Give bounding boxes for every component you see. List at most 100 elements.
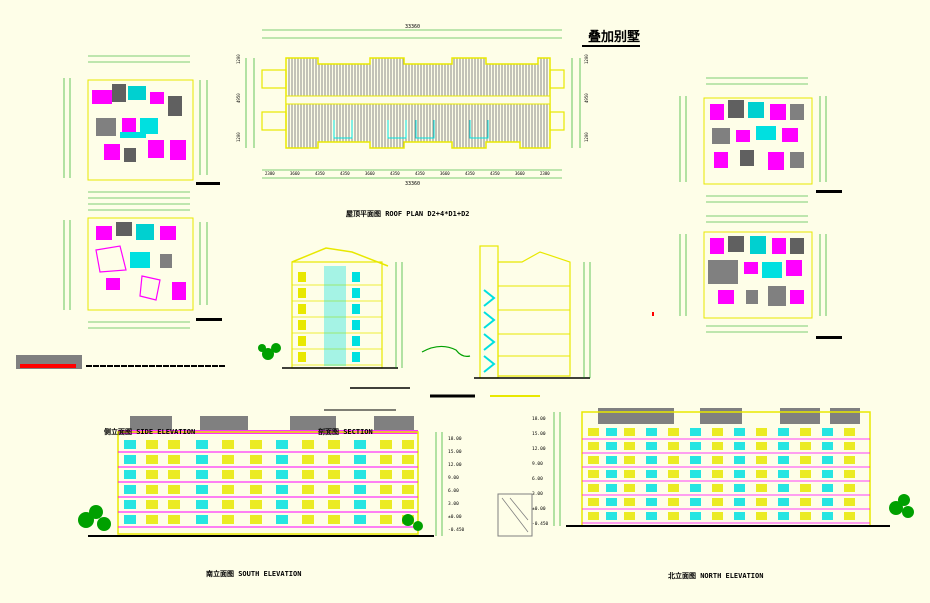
sheet-title: 叠加别墅 — [588, 30, 640, 45]
south-window — [328, 500, 340, 509]
north-window — [822, 470, 833, 478]
roof-dim-segment: 2380 — [540, 171, 550, 176]
south-window — [168, 515, 180, 524]
north-window — [778, 456, 789, 464]
rooftop-block — [130, 416, 172, 430]
rooftop-block — [780, 408, 820, 424]
north-window — [588, 484, 599, 492]
south-window — [146, 440, 158, 449]
north-window — [800, 498, 811, 506]
south-window — [196, 500, 208, 509]
south-window — [146, 470, 158, 479]
north-level-label: 3.00 — [532, 491, 543, 497]
north-level-label: 9.00 — [532, 461, 543, 467]
south-window — [146, 515, 158, 524]
roof-dim-segment: 4350 — [415, 171, 425, 176]
side-window — [352, 336, 360, 346]
north-window — [712, 428, 723, 436]
side-window — [352, 320, 360, 330]
south-window — [250, 470, 262, 479]
roof-dim-segment: 4350 — [465, 171, 475, 176]
south-window — [328, 485, 340, 494]
north-window — [734, 442, 745, 450]
detail-strip — [324, 387, 540, 411]
south-level-label: -0.450 — [448, 527, 465, 533]
north-window — [690, 484, 701, 492]
roof-dim-left: 1200 — [236, 54, 241, 64]
legend-strip — [16, 355, 226, 369]
north-window — [712, 470, 723, 478]
south-window — [354, 470, 366, 479]
south-window — [402, 500, 414, 509]
north-window — [734, 428, 745, 436]
sheet-title-group: 叠加别墅 — [582, 30, 640, 47]
north-window — [606, 512, 617, 520]
rooftop-block — [598, 408, 634, 424]
south-window — [124, 440, 136, 449]
roof-dim-segment: 3660 — [290, 171, 300, 176]
south-level-label: 15.00 — [448, 449, 462, 455]
south-window — [354, 515, 366, 524]
south-level-label: 6.00 — [448, 488, 459, 494]
north-window — [734, 512, 745, 520]
south-window — [354, 440, 366, 449]
roof-plan-label: 屋顶平面图 ROOF PLAN D2+4*D1+D2 — [346, 209, 470, 218]
north-window — [606, 470, 617, 478]
north-window — [668, 470, 679, 478]
north-window — [800, 456, 811, 464]
south-window — [302, 515, 314, 524]
south-level-label: 3.00 — [448, 501, 459, 507]
north-window — [668, 498, 679, 506]
north-window — [712, 498, 723, 506]
north-window — [588, 456, 599, 464]
side-window — [352, 304, 360, 314]
north-window — [800, 442, 811, 450]
roof-dim-segment: 4350 — [490, 171, 500, 176]
south-elevation-label: 南立面图 SOUTH ELEVATION — [206, 569, 301, 578]
north-window — [712, 442, 723, 450]
north-window — [606, 428, 617, 436]
north-window — [712, 484, 723, 492]
north-window — [624, 428, 635, 436]
south-window — [222, 515, 234, 524]
floor-plan-4 — [679, 215, 842, 339]
north-window — [606, 498, 617, 506]
south-window — [302, 440, 314, 449]
north-window — [606, 484, 617, 492]
south-window — [222, 485, 234, 494]
north-window — [624, 470, 635, 478]
marker — [652, 312, 654, 316]
roof-dim-segment: 3660 — [515, 171, 525, 176]
north-window — [624, 442, 635, 450]
south-window — [250, 500, 262, 509]
south-window — [250, 485, 262, 494]
north-window — [822, 428, 833, 436]
north-window — [778, 498, 789, 506]
roof-dim-segment: 4350 — [315, 171, 325, 176]
south-window — [380, 515, 392, 524]
north-window — [844, 428, 855, 436]
north-window — [822, 512, 833, 520]
north-window — [756, 470, 767, 478]
south-window — [380, 440, 392, 449]
south-level-label: ±0.00 — [448, 514, 462, 520]
section-label: 剖面图 SECTION — [318, 427, 373, 436]
rooftop-block — [700, 408, 742, 424]
south-window — [168, 470, 180, 479]
roof-dim-left: 4950 — [236, 93, 241, 103]
south-window — [380, 470, 392, 479]
roof-dim-segment: 3660 — [365, 171, 375, 176]
section-drawing — [421, 245, 591, 379]
south-window — [354, 485, 366, 494]
north-window — [646, 442, 657, 450]
south-window — [276, 485, 288, 494]
south-window — [168, 485, 180, 494]
floor-plan-1 — [63, 55, 220, 199]
north-window — [756, 442, 767, 450]
south-window — [276, 440, 288, 449]
